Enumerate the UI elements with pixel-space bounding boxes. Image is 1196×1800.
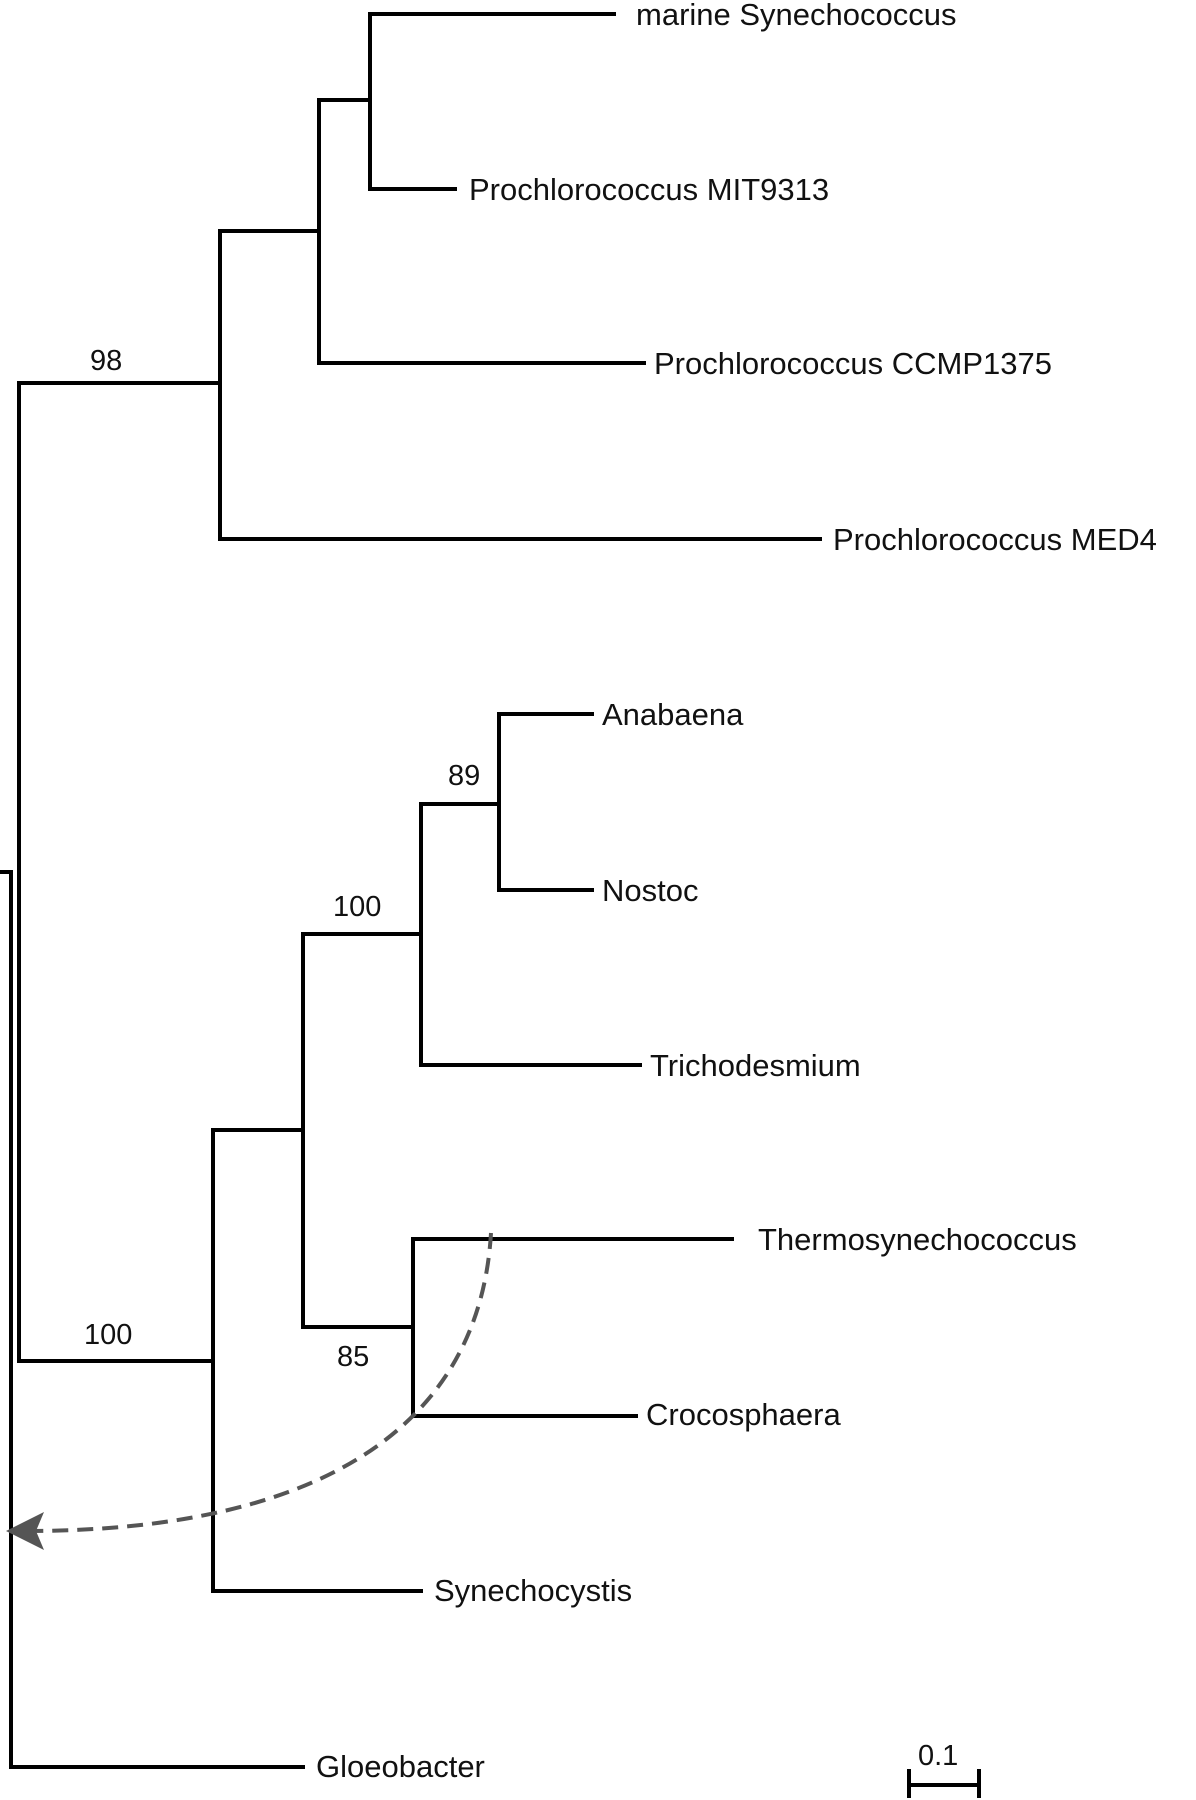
arrow-head-icon (6, 1512, 44, 1550)
support-values: 98 89 100 85 100 (84, 345, 480, 1373)
scale-bar: 0.1 (907, 1740, 981, 1798)
taxon-label-gloeobacter: Gloeobacter (316, 1749, 485, 1784)
taxon-label-prochlorococcus-ccmp1375: Prochlorococcus CCMP1375 (654, 346, 1052, 381)
taxon-label-prochlorococcus-med4: Prochlorococcus MED4 (833, 522, 1157, 557)
bootstrap-98: 98 (90, 345, 122, 377)
taxon-label-trichodesmium: Trichodesmium (650, 1048, 861, 1083)
transfer-arrow-curve (29, 1232, 493, 1533)
taxon-label-marine-synechococcus: marine Synechococcus (636, 0, 957, 32)
bootstrap-85: 85 (337, 1341, 369, 1373)
taxon-label-prochlorococcus-mit9313: Prochlorococcus MIT9313 (469, 172, 829, 207)
taxon-label-synechocystis: Synechocystis (434, 1573, 632, 1608)
scale-bar-label: 0.1 (918, 1740, 958, 1772)
taxon-label-nostoc: Nostoc (602, 873, 698, 908)
taxon-label-thermosynechococcus: Thermosynechococcus (758, 1222, 1077, 1257)
leaf-labels: marine Synechococcus Prochlorococcus MIT… (316, 0, 1157, 1784)
bootstrap-100-upper: 100 (333, 891, 381, 923)
bootstrap-89: 89 (448, 760, 480, 792)
taxon-label-anabaena: Anabaena (602, 697, 744, 732)
taxon-label-crocosphaera: Crocosphaera (646, 1397, 841, 1432)
tree-branches (0, 12, 822, 1769)
transfer-arrow (6, 1232, 493, 1550)
bootstrap-100-lower: 100 (84, 1319, 132, 1351)
